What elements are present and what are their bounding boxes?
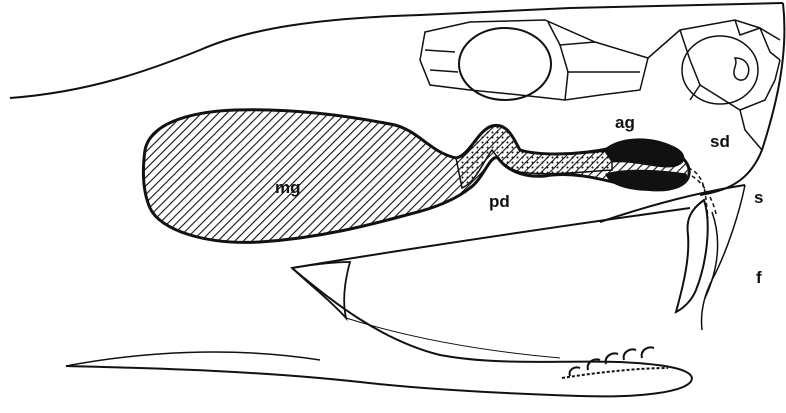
- upper-jaw-line: [600, 185, 745, 222]
- label-primary-duct: pd: [489, 193, 510, 210]
- eye: [459, 28, 551, 100]
- head-outline: [10, 3, 783, 98]
- label-main-gland: mg: [275, 179, 301, 196]
- lower-jaw: [66, 268, 692, 396]
- label-fang: f: [756, 269, 762, 286]
- head-scales: [420, 20, 780, 150]
- mouth-floor: [346, 318, 560, 358]
- lower-jaw-chin-line: [66, 352, 320, 366]
- cheek-contour: [701, 185, 745, 330]
- throat: [292, 262, 350, 318]
- fang-f: [676, 200, 708, 312]
- label-secondary-duct: sd: [710, 133, 730, 150]
- snout-outline: [700, 3, 784, 195]
- label-sheath: s: [754, 189, 763, 206]
- label-accessory-gland: ag: [615, 114, 635, 131]
